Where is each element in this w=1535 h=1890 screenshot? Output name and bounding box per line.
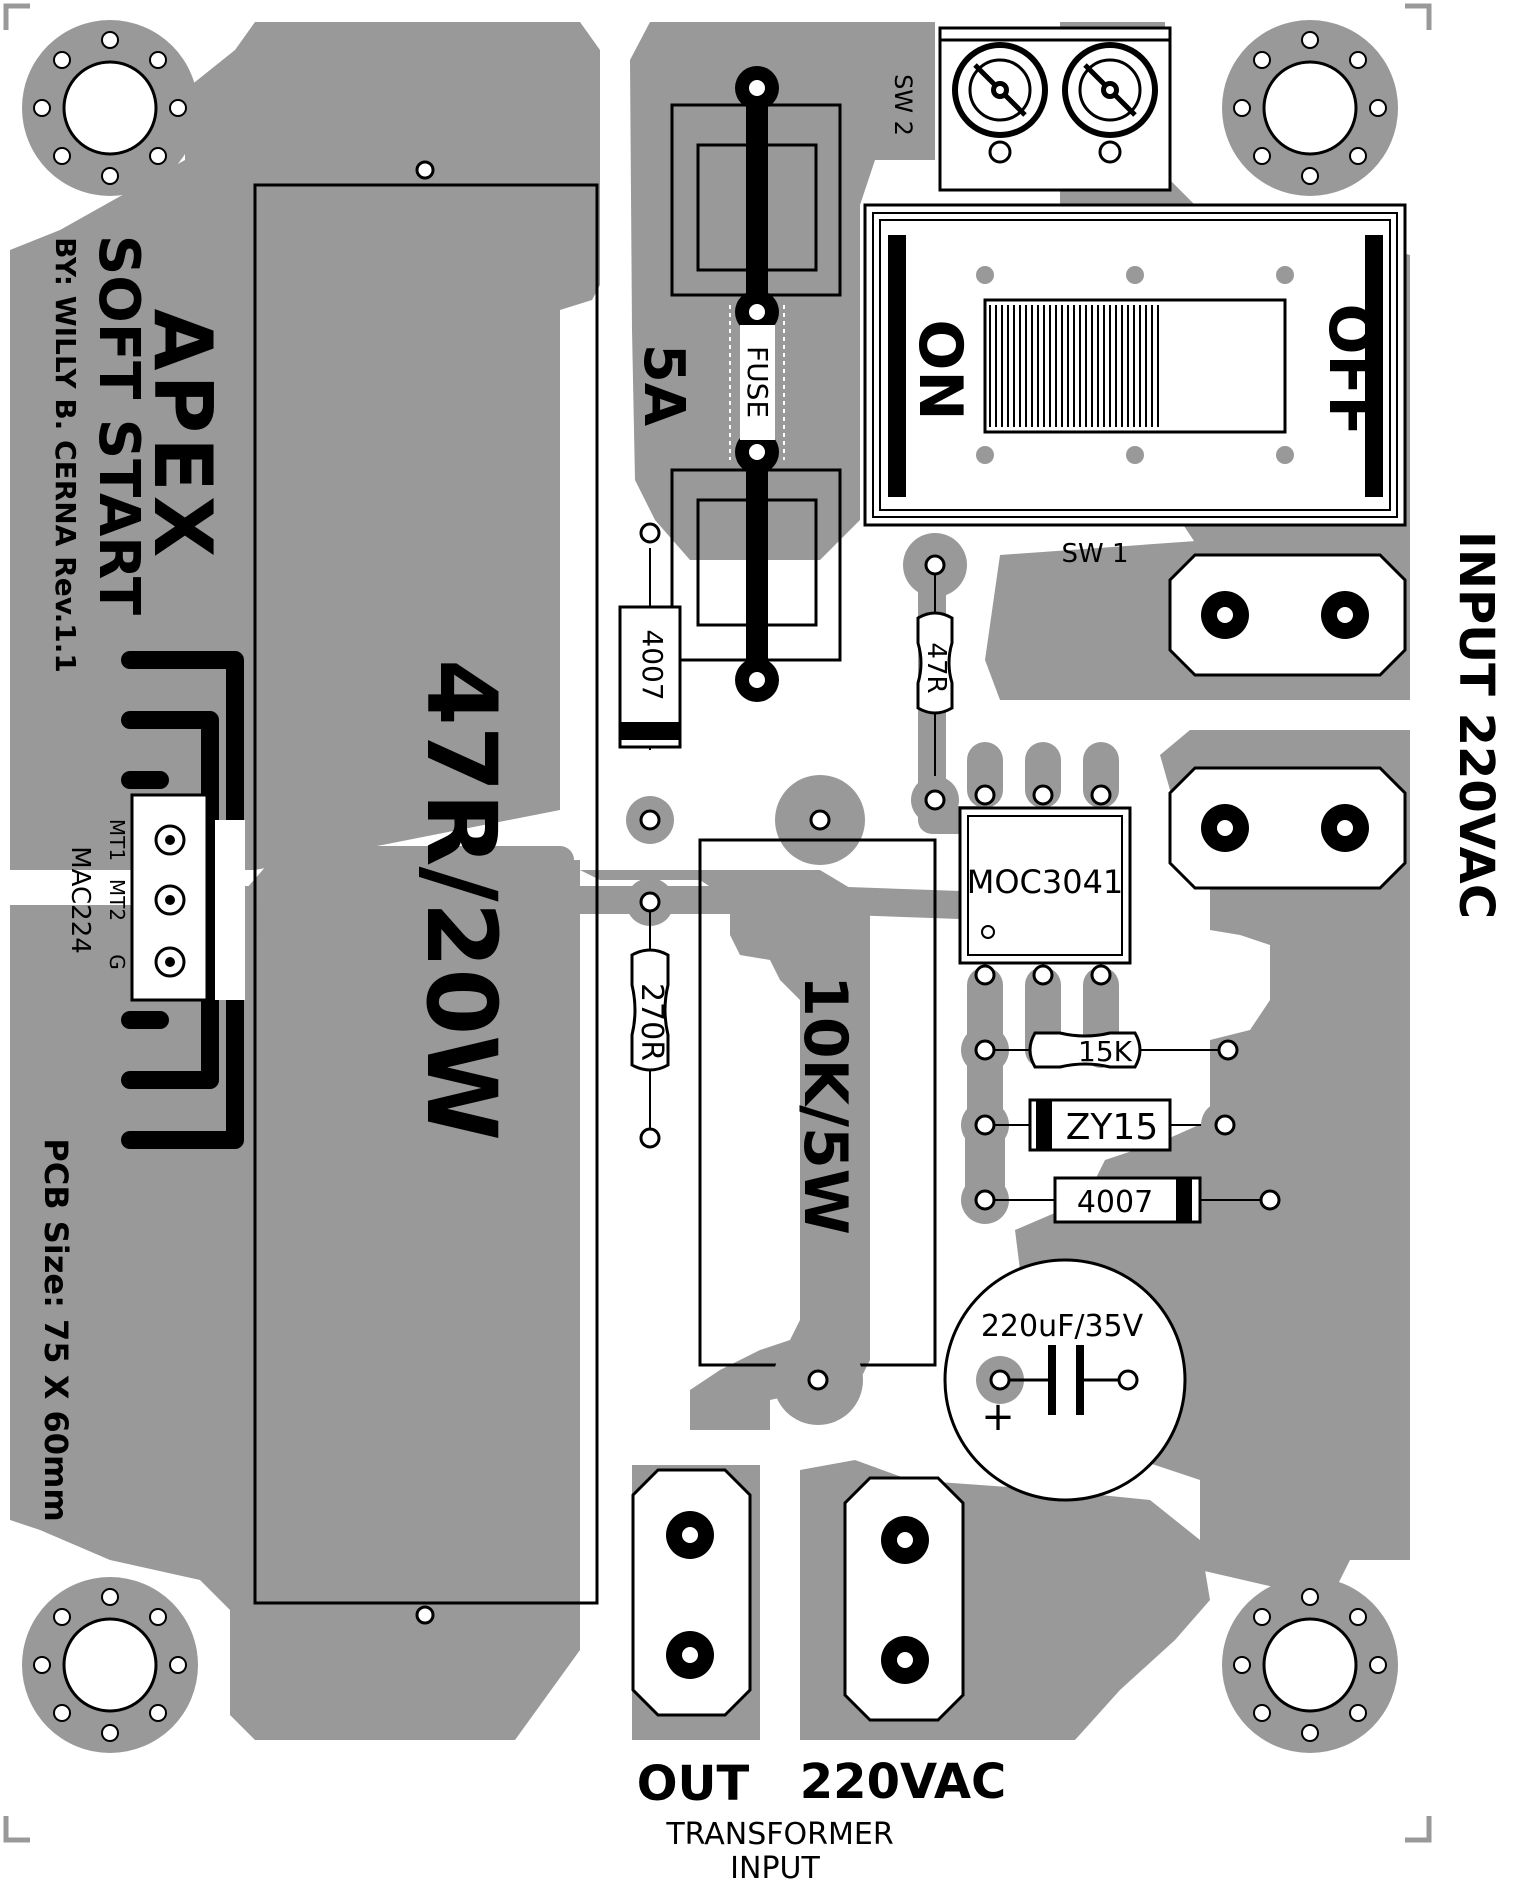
optocoupler-label: MOC3041 [967, 863, 1124, 901]
triac-pin-g: G [105, 954, 129, 970]
sw1-rocker-switch: ON OFF [863, 203, 1407, 527]
sw2-terminal: SW 2 [889, 26, 1172, 192]
resistor-15k-label: 15K [1078, 1035, 1133, 1068]
input-connector: INPUT 220VAC [1168, 531, 1504, 919]
fuse-rating: 5A [631, 344, 696, 427]
triac-package: MT1 MT2 G MAC224 [65, 793, 209, 1002]
mounting-hole-bottom-right [1222, 1577, 1398, 1753]
resistor-47r: 47R [903, 533, 967, 824]
transformer-label-line1: TRANSFORMER [665, 1817, 893, 1852]
board-title: SOFT START [86, 235, 151, 615]
board-author: BY: WILLY B. CERNA Rev.1.1 [49, 237, 82, 673]
copper-fuse-area [630, 22, 935, 560]
mounting-hole-bottom-left [22, 1577, 198, 1753]
zener-zy15: ZY15 [961, 1098, 1249, 1152]
sw1-label: SW 1 [1061, 539, 1128, 569]
sw1-on-label: ON [905, 319, 975, 420]
board-titles: APEX SOFT START BY: WILLY B. CERNA Rev.1… [37, 235, 229, 1522]
input-label: INPUT 220VAC [1448, 531, 1504, 919]
out-voltage-label: 220VAC [800, 1754, 1006, 1810]
resistor-47r-20w-label: 47R/20W [405, 659, 517, 1141]
crop-marks [3, 3, 1432, 1843]
brand-logo: APEX [136, 309, 229, 562]
mounting-hole-top-right [1222, 20, 1398, 196]
fuse-holder: FUSE 5A [631, 66, 842, 702]
output-connectors: OUT 220VAC TRANSFORMER INPUT [631, 1468, 1006, 1886]
resistor-270r-label: 270R [634, 983, 669, 1061]
board-size: PCB Size: 75 X 60mm [37, 1138, 75, 1521]
diode-4007-vertical: 4007 [618, 522, 682, 844]
triac-pin-mt1: MT1 [105, 819, 129, 861]
triac-part-number: MAC224 [65, 846, 95, 954]
capacitor-label: 220uF/35V [981, 1309, 1144, 1344]
diode-horizontal-label: 4007 [1077, 1185, 1153, 1220]
resistor-10k-5w: 10K/5W [698, 838, 937, 1425]
resistor-47r-label: 47R [921, 642, 951, 693]
sw1-off-label: OFF [1315, 304, 1385, 437]
sw2-label: SW 2 [889, 74, 917, 136]
diode-vertical-label: 4007 [636, 629, 669, 700]
optocoupler-moc3041: MOC3041 [958, 784, 1132, 986]
fuse-label: FUSE [741, 346, 774, 418]
zener-label: ZY15 [1066, 1107, 1158, 1148]
resistor-10k-label: 10K/5W [790, 975, 860, 1235]
capacitor-220uf: 220uF/35V + [943, 1258, 1187, 1502]
triac-pin-mt2: MT2 [105, 879, 129, 921]
mounting-hole-top-left [22, 20, 198, 196]
resistor-47r-20w: 47R/20W [253, 160, 599, 1625]
capacitor-plus: + [981, 1394, 1015, 1440]
transformer-label-line2: INPUT [730, 1851, 820, 1886]
mounting-holes [22, 20, 1398, 1753]
resistor-15k: 15K [961, 1026, 1239, 1074]
out-label: OUT [637, 1756, 750, 1812]
diode-4007-horizontal: 4007 [961, 1176, 1281, 1224]
resistor-270r: 270R [626, 878, 674, 1149]
triac-heatsink-cut [215, 820, 245, 1000]
